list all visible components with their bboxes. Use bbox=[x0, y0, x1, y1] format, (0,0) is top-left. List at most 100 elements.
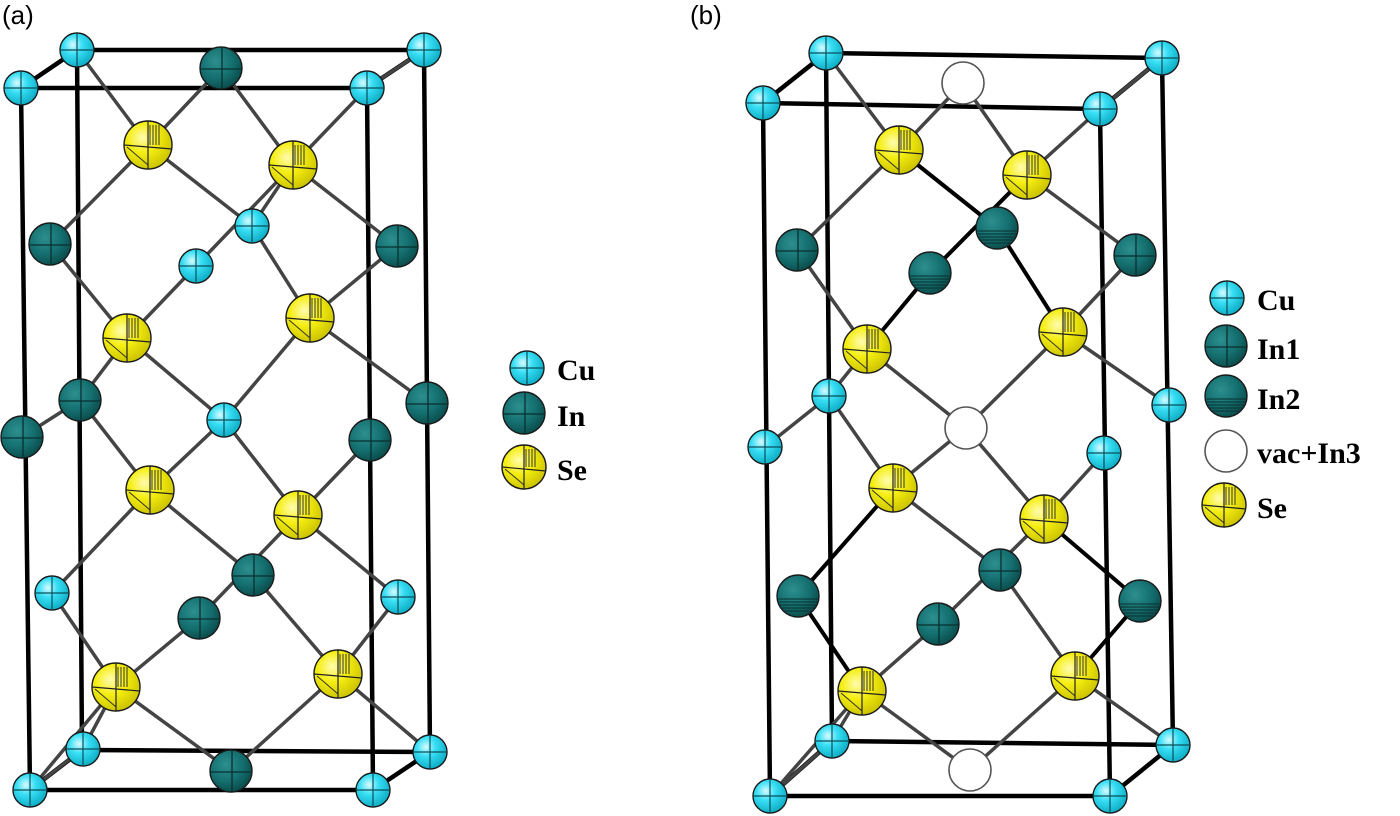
se-atom bbox=[102, 313, 152, 363]
cu-atom bbox=[1151, 387, 1187, 423]
vacancy-in3-site bbox=[941, 61, 985, 105]
in1-atom bbox=[916, 602, 960, 646]
atoms-b bbox=[745, 35, 1191, 814]
cu-atom bbox=[355, 772, 391, 808]
se-atom bbox=[285, 293, 335, 343]
cu-atom bbox=[412, 734, 448, 770]
in2-atom bbox=[1118, 579, 1162, 623]
se-atom bbox=[874, 125, 924, 175]
se-atom bbox=[1002, 150, 1052, 200]
se-atom bbox=[123, 120, 173, 170]
legend-b-label-in2: In2 bbox=[1257, 383, 1300, 416]
in1-atom-legend-icon bbox=[1204, 324, 1248, 368]
legend-a-item-in: In bbox=[502, 391, 586, 435]
se-atom bbox=[837, 666, 887, 716]
panel-b-label: (b) bbox=[690, 0, 722, 30]
legend-a-label-cu: Cu bbox=[557, 354, 595, 387]
cell-a-edge bbox=[79, 747, 433, 755]
cu-atom bbox=[1155, 727, 1191, 763]
in2-atom bbox=[975, 206, 1019, 250]
se-atom bbox=[91, 662, 141, 712]
cu-atom bbox=[808, 35, 844, 71]
cu-atom bbox=[349, 70, 385, 106]
cu-atom bbox=[745, 85, 781, 121]
cu-atom bbox=[1092, 778, 1128, 814]
se-atom bbox=[125, 465, 175, 515]
legend-a-label-in: In bbox=[557, 400, 586, 433]
legend-b-item-cu: Cu bbox=[1209, 280, 1295, 317]
legend-a-item-se: Se bbox=[501, 444, 587, 490]
legend-b-item-in1: In1 bbox=[1204, 324, 1300, 368]
cu-atom bbox=[1082, 91, 1118, 127]
legend-b-item-vac: vac+In3 bbox=[1204, 429, 1361, 473]
cu-atom bbox=[814, 723, 850, 759]
cu-atom-legend-icon bbox=[1209, 280, 1245, 316]
cu-atom bbox=[59, 32, 95, 68]
in2-atom-legend-icon bbox=[1204, 374, 1248, 418]
in-atom bbox=[58, 378, 102, 422]
se-atom bbox=[1019, 494, 1069, 544]
in1-atom bbox=[978, 548, 1022, 592]
in2-atom bbox=[776, 574, 820, 618]
in-atom bbox=[0, 415, 44, 459]
in-atom bbox=[209, 749, 253, 793]
vacancy-in3-site-legend-icon bbox=[1204, 429, 1248, 473]
in2-atom-legend-marker bbox=[1204, 374, 1248, 418]
cu-atom bbox=[34, 575, 70, 611]
in2-atom bbox=[908, 251, 952, 295]
legend-a-item-cu: Cu bbox=[509, 350, 595, 387]
vacancy-in3-site bbox=[948, 748, 992, 792]
in-atom bbox=[177, 596, 221, 640]
se-atom-legend-marker bbox=[501, 444, 547, 490]
vacancy-in3-site bbox=[944, 406, 988, 450]
cell-b-edge bbox=[760, 100, 1103, 112]
cu-atom bbox=[406, 32, 442, 68]
cu-atom bbox=[178, 248, 214, 284]
in-atom bbox=[405, 381, 449, 425]
legend-b-label-cu: Cu bbox=[1257, 284, 1295, 317]
se-atom-legend-marker bbox=[1201, 482, 1247, 528]
panel-a-label: (a) bbox=[2, 0, 34, 30]
in-atom bbox=[28, 222, 72, 266]
cu-atom-legend-marker bbox=[1209, 280, 1245, 316]
cu-atom bbox=[1144, 40, 1180, 76]
se-atom bbox=[868, 463, 918, 513]
legend-a: Cu In Se bbox=[501, 350, 595, 490]
in-atom bbox=[199, 46, 243, 90]
cu-atom bbox=[65, 731, 101, 767]
cu-atom bbox=[12, 772, 48, 808]
legend-b-item-se: Se bbox=[1201, 482, 1287, 528]
legend-b-item-in2: In2 bbox=[1204, 374, 1300, 418]
se-atom-legend-icon bbox=[501, 444, 547, 490]
panel-a: (a) Cu In Se bbox=[0, 0, 595, 808]
in-atom bbox=[348, 418, 392, 462]
se-atom bbox=[1038, 307, 1088, 357]
se-atom bbox=[1050, 651, 1100, 701]
legend-a-label-se: Se bbox=[557, 454, 587, 487]
in1-atom-legend-marker bbox=[1204, 324, 1248, 368]
in-atom-legend-marker bbox=[502, 391, 546, 435]
cu-atom bbox=[1086, 435, 1122, 471]
panel-b: (b) Cu In1 In2 vac+In3 Se bbox=[690, 0, 1361, 814]
legend-b-label-vac: vac+In3 bbox=[1257, 437, 1361, 470]
cu-atom bbox=[206, 402, 242, 438]
cu-atom-legend-icon bbox=[509, 350, 545, 386]
cu-atom bbox=[747, 429, 783, 465]
cu-atom bbox=[234, 208, 270, 244]
se-atom-legend-icon bbox=[1201, 482, 1247, 528]
legend-b-label-in1: In1 bbox=[1257, 333, 1300, 366]
atoms-a bbox=[0, 32, 449, 808]
cu-atom bbox=[752, 778, 788, 814]
in-atom bbox=[231, 553, 275, 597]
se-atom bbox=[313, 649, 363, 699]
se-atom bbox=[842, 324, 892, 374]
se-atom bbox=[268, 140, 318, 190]
in-atom-legend-icon bbox=[502, 391, 546, 435]
cu-atom bbox=[380, 579, 416, 615]
in-atom bbox=[375, 224, 419, 268]
vacancy-in3-site-legend-marker bbox=[1204, 429, 1248, 473]
in1-atom bbox=[1113, 233, 1157, 277]
legend-b: Cu In1 In2 vac+In3 Se bbox=[1201, 280, 1361, 528]
legend-b-label-se: Se bbox=[1257, 492, 1287, 525]
